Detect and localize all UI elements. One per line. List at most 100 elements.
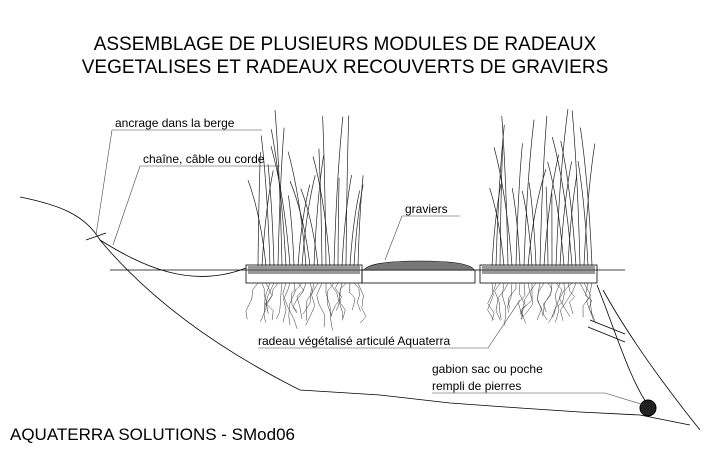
root: [305, 282, 316, 326]
reed-stem: [247, 180, 267, 267]
reed-stem: [318, 148, 323, 267]
root: [305, 282, 319, 321]
root: [519, 282, 533, 315]
leader-chain: [112, 165, 280, 246]
root: [288, 282, 296, 326]
reed-stem: [287, 151, 307, 267]
root: [520, 283, 533, 319]
reed-stem: [583, 143, 596, 267]
root: [537, 282, 544, 317]
root: [487, 282, 497, 321]
label-gabion-2: rempli de pierres: [432, 379, 521, 393]
root: [296, 282, 304, 319]
root: [579, 282, 589, 318]
root: [335, 282, 347, 311]
root: [261, 282, 268, 311]
root: [507, 282, 513, 313]
root: [502, 282, 507, 326]
gravel-raft: [361, 269, 476, 284]
root: [518, 282, 526, 324]
root: [555, 282, 571, 317]
reed-stem: [515, 143, 523, 267]
root: [327, 282, 335, 317]
root: [543, 282, 553, 321]
root: [265, 282, 279, 315]
root: [263, 282, 275, 323]
reed-stem: [555, 109, 569, 267]
gabion-icon: [639, 399, 657, 417]
root: [349, 282, 356, 311]
label-gravel: graviers: [405, 202, 448, 216]
reed-stem: [528, 182, 537, 267]
root: [316, 282, 325, 328]
reed-stem: [545, 186, 549, 267]
reed-stem: [289, 181, 311, 267]
reed-stem: [257, 151, 261, 267]
reed-stem: [322, 116, 327, 267]
gabion-chain: [596, 284, 649, 406]
reed-stem: [547, 161, 565, 267]
reed-stem: [345, 115, 350, 267]
root: [245, 282, 259, 320]
reed-stem: [260, 135, 271, 267]
label-raft: radeau végétalisé articulé Aquaterra: [258, 334, 450, 348]
root: [521, 282, 537, 320]
reed-stem: [313, 155, 324, 267]
reed-stem: [261, 170, 274, 267]
raft-substrate-left: [248, 266, 360, 274]
reed-stem: [489, 188, 505, 267]
reed-stem: [337, 177, 340, 267]
left-bank: [19, 196, 691, 426]
right-bank: [602, 289, 701, 431]
chain-line: [99, 239, 247, 277]
reed-stem: [270, 145, 291, 267]
root: [353, 282, 361, 312]
reed-stem: [333, 116, 344, 267]
label-anchor: ancrage dans la berge: [115, 116, 235, 130]
root: [589, 282, 597, 324]
root: [329, 282, 343, 321]
reed-stem: [301, 175, 316, 267]
root: [276, 282, 283, 320]
title-line-1: ASSEMBLAGE DE PLUSIEURS MODULES DE RADEA…: [94, 34, 597, 55]
root: [583, 282, 594, 317]
pipe-lower: [587, 326, 626, 343]
root: [567, 282, 575, 315]
root: [330, 282, 343, 316]
raft-substrate-right: [482, 266, 595, 274]
root: [536, 282, 545, 321]
reed-stem: [577, 161, 589, 267]
root: [542, 282, 552, 313]
reed-stem: [551, 137, 573, 267]
root: [292, 282, 307, 314]
reed-stem: [511, 187, 521, 267]
root: [357, 282, 367, 324]
gravel-layer: [363, 260, 475, 271]
label-chain: chaîne, câble ou corde: [143, 152, 265, 166]
reed-stem: [341, 174, 352, 267]
root: [291, 282, 303, 312]
root: [487, 282, 494, 320]
reed-plants: [247, 109, 596, 267]
reed-stem: [523, 119, 535, 267]
reed-stem: [288, 195, 295, 267]
label-gabion-1: gabion sac ou poche: [432, 362, 543, 376]
plant-roots: [245, 282, 597, 331]
root: [518, 282, 526, 317]
reed-stem: [527, 169, 547, 267]
reed-stem: [267, 164, 275, 267]
reed-stem: [501, 116, 509, 267]
root: [548, 282, 561, 323]
anchor-stake-icon: [85, 232, 107, 241]
root: [585, 282, 594, 321]
reed-stem: [571, 110, 581, 267]
reed-stem: [499, 145, 504, 267]
reed-stem: [560, 140, 577, 267]
reed-stem: [300, 188, 319, 267]
reed-stem: [567, 174, 578, 267]
reed-stem: [349, 190, 361, 267]
reed-stem: [580, 127, 593, 267]
pipe-upper: [589, 319, 626, 335]
